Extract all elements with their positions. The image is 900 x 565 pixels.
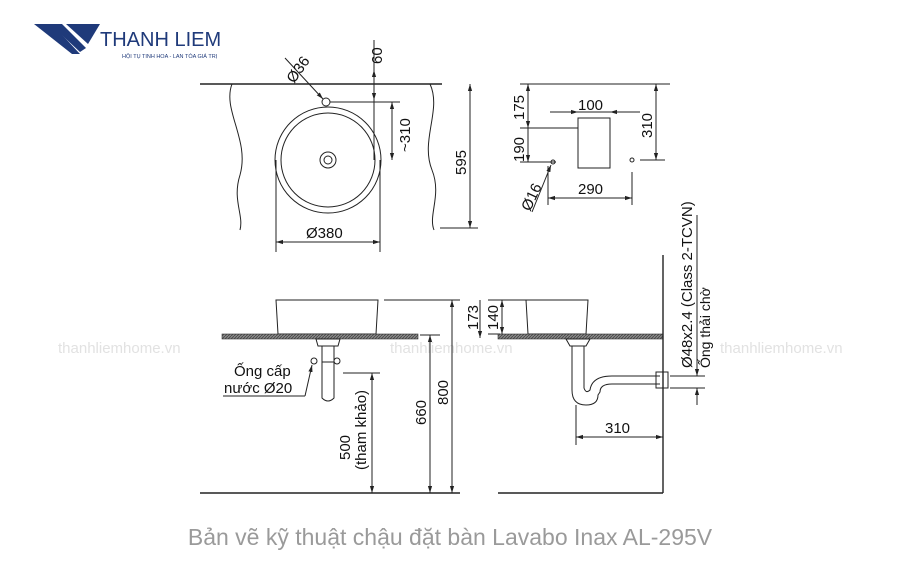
dim-h2: 190	[511, 137, 528, 162]
supply-label-2: nước Ø20	[224, 380, 292, 397]
logo: THANH LIEM HỘI TỤ TINH HOA - LAN TỎA GIÁ…	[34, 24, 221, 60]
dim-offset: 60	[369, 47, 386, 64]
dim-basin: 173	[465, 305, 482, 330]
logo-mark-icon	[34, 24, 80, 54]
dim-basin: 140	[485, 305, 502, 330]
front-right-view: 140 310 Ø48x2.4 (Class 2-TCVN) Ống thải …	[477, 201, 713, 494]
watermark: thanhliemhome.vn	[390, 340, 513, 357]
dim-wall: 310	[605, 420, 630, 437]
logo-name: THANH LIEM	[100, 29, 221, 51]
dim-counter: 660	[413, 400, 430, 425]
dim-depth: ~310	[397, 118, 414, 152]
watermark: thanhliemhome.vn	[720, 340, 843, 357]
watermark: thanhliemhome.vn	[58, 340, 181, 357]
dim-total: 800	[435, 380, 452, 405]
side-top-view: 175 190 100 310 290 Ø16	[511, 83, 670, 214]
dim-h1: 175	[511, 95, 528, 120]
supply-label-1: Ống cấp	[234, 362, 291, 380]
dim-total: 595	[453, 150, 470, 175]
caption: Bản vẽ kỹ thuật chậu đặt bàn Lavabo Inax…	[187, 524, 713, 550]
dim-diameter: Ø380	[306, 225, 343, 242]
pipe-note: Ống thải chờ	[696, 287, 713, 368]
front-left-view: Ống cấp nước Ø20 500 (tham khảo) 660 800…	[200, 299, 482, 494]
dim-ref-note: (tham khảo)	[353, 390, 370, 470]
dim-h3: 310	[639, 113, 656, 138]
top-view: Ø380 595 60 ~310 Ø36	[200, 40, 478, 252]
logo-tagline: HỘI TỤ TINH HOA - LAN TỎA GIÁ TRỊ	[122, 53, 218, 60]
dim-hole: Ø16	[518, 181, 545, 214]
dim-width: 290	[578, 181, 603, 198]
dim-w: 100	[578, 97, 603, 114]
pipe-spec: Ø48x2.4 (Class 2-TCVN)	[679, 201, 696, 368]
dim-hole: Ø36	[283, 53, 313, 86]
dim-ref: 500	[337, 435, 354, 460]
